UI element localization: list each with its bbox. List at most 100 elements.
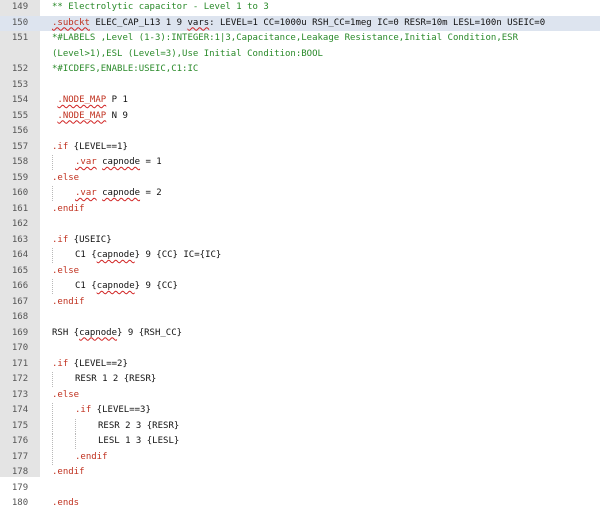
code-line[interactable]: 149** Electrolytic capacitor - Level 1 t… <box>0 0 600 16</box>
line-code: .if {LEVEL==3} <box>52 403 151 419</box>
code-line[interactable]: 151*#LABELS ,Level (1-3):INTEGER:1|3,Cap… <box>0 31 600 47</box>
line-number: 178 <box>11 467 29 477</box>
code-token: ** Electrolytic capacitor - Level 1 to 3 <box>52 2 269 12</box>
code-token: capnode <box>96 281 135 291</box>
line-code: .else <box>52 388 79 404</box>
code-token: .if <box>52 234 69 245</box>
code-token: .NODE_MAP <box>57 95 107 105</box>
code-token: .var <box>75 157 97 167</box>
code-token: ELEC_CAP_L13 1 9 <box>89 17 188 28</box>
code-token: C1 { <box>75 250 97 260</box>
code-line[interactable]: 180.ends <box>0 496 600 512</box>
line-number: 160 <box>11 188 29 198</box>
code-line[interactable]: 164 C1 {capnode} 9 {CC} IC={IC} <box>0 248 600 264</box>
line-code: .NODE_MAP P 1 <box>52 93 127 109</box>
line-number: 159 <box>11 172 29 183</box>
line-number: 162 <box>11 219 29 229</box>
line-code: .NODE_MAP N 9 <box>52 109 127 125</box>
code-line[interactable]: 167.endif <box>0 295 600 311</box>
code-line[interactable]: 153 <box>0 78 600 94</box>
code-line[interactable]: 158.var capnode = 1 <box>0 155 600 171</box>
indent-guide <box>52 449 75 465</box>
code-line[interactable]: 155 .NODE_MAP N 9 <box>0 109 600 125</box>
code-line[interactable]: 168 <box>0 310 600 326</box>
code-line[interactable]: 156 <box>0 124 600 140</box>
code-line[interactable]: 169 RSH {capnode} 9 {RSH_CC} <box>0 326 600 342</box>
code-line[interactable]: 159 .else <box>0 171 600 187</box>
code-token: .subckt <box>52 17 90 28</box>
code-line[interactable]: 165 .else <box>0 264 600 280</box>
code-token: .else <box>52 265 80 276</box>
code-token: .ends <box>52 498 80 508</box>
code-token: .var <box>75 188 97 198</box>
code-line[interactable]: 175 RESR 2 3 {RESR} <box>0 418 600 435</box>
code-line[interactable]: 150.subckt ELEC_CAP_L13 1 9 vars: LEVEL=… <box>0 15 600 32</box>
code-token: .endif <box>75 451 108 462</box>
code-line[interactable]: 173 .else <box>0 388 600 404</box>
code-line[interactable]: 178.endif <box>0 465 600 481</box>
code-token: .else <box>52 389 80 400</box>
code-token: .NODE_MAP <box>57 110 107 121</box>
code-line[interactable]: 160 .var capnode = 2 <box>0 186 600 202</box>
code-line[interactable]: 171.if {LEVEL==2} <box>0 357 600 373</box>
indent-guide <box>52 248 75 263</box>
line-code: *#LABELS ,Level (1-3):INTEGER:1|3,Capaci… <box>52 31 518 47</box>
code-token: RESR 2 3 {RESR} <box>98 420 180 431</box>
code-token: = 2 <box>140 188 162 198</box>
code-line[interactable]: 163.if {USEIC} <box>0 233 600 249</box>
code-line[interactable]: (Level>1),ESL (Level=3),Use Initial Cond… <box>0 47 600 63</box>
code-token: } 9 {RSH_CC} <box>117 327 183 338</box>
line-code: RSH {capnode} 9 {RSH_CC} <box>52 326 182 342</box>
code-token: .if <box>75 405 92 415</box>
line-code: .else <box>52 171 79 187</box>
line-code: .if {USEIC} <box>52 233 112 249</box>
line-code: RESR 1 2 {RESR} <box>52 372 156 388</box>
code-line[interactable]: 154 .NODE_MAP P 1 <box>0 93 600 109</box>
code-line[interactable]: 179 <box>0 481 600 497</box>
line-number: 179 <box>11 482 29 493</box>
code-line[interactable]: 161.endif <box>0 202 600 218</box>
code-line[interactable]: 177.endif <box>0 449 600 466</box>
line-number: 170 <box>11 343 29 353</box>
line-number: 175 <box>11 420 29 431</box>
code-line[interactable]: 152 *#ICDEFS,ENABLE:USEIC,C1:IC <box>0 62 600 78</box>
code-token: .endif <box>52 203 85 214</box>
code-token: .if <box>52 141 69 152</box>
indent-guide <box>52 155 75 170</box>
line-code: .endif <box>52 295 85 311</box>
line-code: .var capnode = 1 <box>52 155 162 171</box>
line-code: C1 {capnode} 9 {CC} IC={IC} <box>52 248 221 264</box>
code-text-area[interactable] <box>40 0 600 477</box>
code-token: *#ICDEFS,ENABLE:USEIC,C1:IC <box>52 64 199 74</box>
line-code: *#ICDEFS,ENABLE:USEIC,C1:IC <box>52 62 198 78</box>
code-token: : LEVEL=1 CC=1000u RSH_CC=1meg IC=0 RESR… <box>209 17 546 28</box>
code-token: {LEVEL==2} <box>68 358 128 369</box>
code-token: {LEVEL==3} <box>91 405 151 415</box>
code-line[interactable]: 162 <box>0 217 600 233</box>
code-line[interactable]: 157 .if {LEVEL==1} <box>0 140 600 156</box>
line-code: .subckt ELEC_CAP_L13 1 9 vars: LEVEL=1 C… <box>52 16 545 32</box>
code-line[interactable]: 170 <box>0 341 600 357</box>
line-code: C1 {capnode} 9 {CC} <box>52 279 178 295</box>
line-number: 164 <box>11 250 29 260</box>
line-code: RESR 2 3 {RESR} <box>52 418 180 435</box>
line-number: 169 <box>11 327 29 338</box>
line-code: .var capnode = 2 <box>52 186 162 202</box>
code-token: {LEVEL==1} <box>68 141 128 152</box>
line-code: .if {LEVEL==1} <box>52 140 128 156</box>
code-token: .endif <box>52 296 85 307</box>
line-number: 173 <box>11 389 29 400</box>
code-token: capnode <box>102 188 141 198</box>
indent-guide <box>52 279 75 294</box>
indent-guide <box>52 403 75 418</box>
code-line[interactable]: 174.if {LEVEL==3} <box>0 403 600 419</box>
line-number: 157 <box>11 141 29 152</box>
line-number: 165 <box>11 265 29 276</box>
line-number: 152 <box>11 64 29 74</box>
line-code: .ends <box>52 496 79 512</box>
line-code: ** Electrolytic capacitor - Level 1 to 3 <box>52 0 269 16</box>
